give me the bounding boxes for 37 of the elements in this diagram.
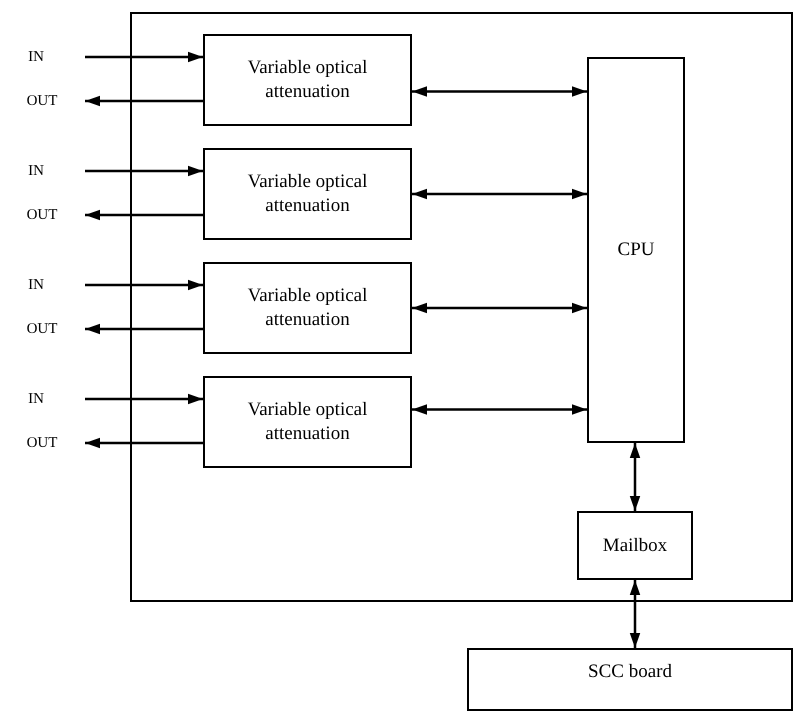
block-box: [203, 262, 412, 354]
block-box: [577, 511, 693, 580]
arrow: [85, 324, 203, 334]
arrow: [85, 394, 203, 404]
arrow: [630, 580, 640, 648]
block-box: [203, 34, 412, 126]
board-frame: [130, 12, 793, 602]
arrow: [85, 280, 203, 290]
block-box: [203, 376, 412, 468]
arrow: [85, 438, 203, 448]
block-label: CPU: [618, 238, 654, 262]
port-label: OUT: [18, 318, 66, 340]
arrow: [412, 404, 587, 415]
block-label: Mailbox: [602, 534, 668, 558]
port-label: IN: [18, 160, 54, 182]
block-label: Variable optical attenuation: [246, 56, 368, 104]
port-label: OUT: [18, 90, 66, 112]
block-label: SCC board: [587, 660, 673, 684]
block-label: Variable optical attenuation: [246, 398, 368, 446]
arrow: [85, 210, 203, 220]
port-label: OUT: [18, 432, 66, 454]
block-box: [467, 648, 793, 711]
arrow: [412, 188, 587, 200]
arrow: [630, 443, 640, 511]
arrow: [85, 166, 203, 176]
block-label: Variable optical attenuation: [246, 284, 368, 332]
arrow: [412, 86, 587, 97]
arrow: [85, 52, 203, 62]
block-box: [203, 148, 412, 240]
block-label: Variable optical attenuation: [246, 170, 368, 218]
port-label: IN: [18, 388, 54, 410]
port-label: IN: [18, 274, 54, 296]
port-label: OUT: [18, 204, 66, 226]
arrow: [85, 96, 203, 106]
arrow: [412, 302, 587, 314]
block-box: [587, 57, 685, 443]
port-label: IN: [18, 46, 54, 68]
